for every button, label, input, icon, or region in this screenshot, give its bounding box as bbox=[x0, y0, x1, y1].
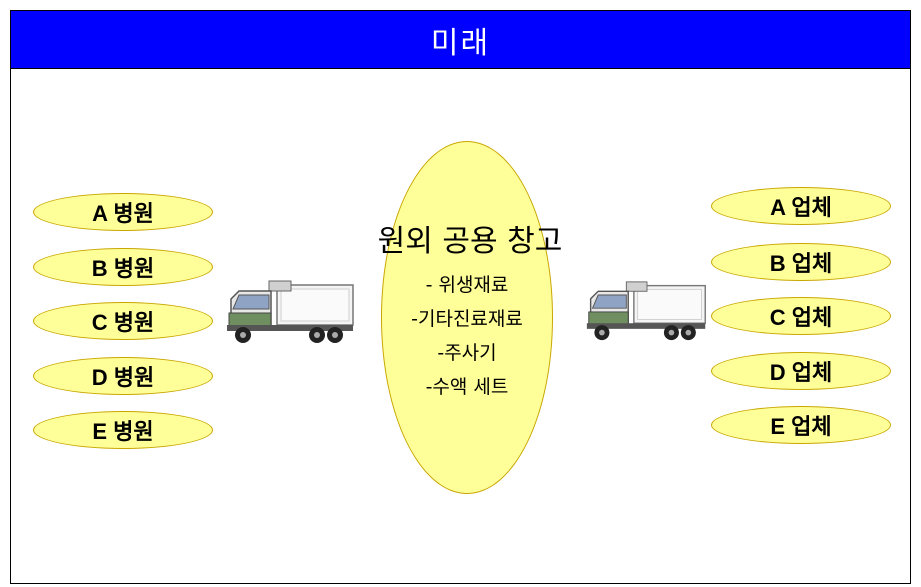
vendor-b: B 업체 bbox=[711, 243, 891, 281]
hospital-label: A 병원 bbox=[92, 201, 154, 226]
warehouse-item: -기타진료재료 bbox=[411, 308, 523, 330]
warehouse-item: - 위생재료 bbox=[425, 274, 509, 296]
vendor-label: B 업체 bbox=[769, 251, 833, 276]
vendor-label: C 업체 bbox=[769, 305, 833, 330]
hospital-e: E 병원 bbox=[33, 411, 213, 449]
hospital-d: D 병원 bbox=[33, 357, 213, 395]
hospital-label: C 병원 bbox=[91, 310, 155, 335]
truck-icon bbox=[586, 281, 706, 341]
warehouse-item: -주사기 bbox=[437, 342, 497, 364]
hospital-b: B 병원 bbox=[33, 248, 213, 286]
vendor-label: E 업체 bbox=[770, 414, 832, 439]
warehouse-item: -수액 세트 bbox=[425, 376, 509, 398]
page-title: 미래 bbox=[430, 25, 491, 61]
warehouse-title: 원외 공용 창고 bbox=[377, 224, 563, 259]
hospital-c: C 병원 bbox=[33, 302, 213, 340]
header-bar: 미래 bbox=[10, 10, 911, 69]
hospital-label: B 병원 bbox=[91, 256, 155, 281]
warehouse-oval bbox=[381, 141, 553, 494]
warehouse-items: - 위생재료 -기타진료재료 -주사기 -수액 세트 bbox=[381, 268, 553, 404]
hospital-a: A 병원 bbox=[33, 193, 213, 231]
vendor-label: A 업체 bbox=[770, 195, 832, 220]
hospital-label: D 병원 bbox=[91, 365, 155, 390]
vendor-d: D 업체 bbox=[711, 352, 891, 390]
vendor-a: A 업체 bbox=[711, 187, 891, 225]
truck-icon bbox=[227, 280, 354, 343]
vendor-label: D 업체 bbox=[769, 360, 833, 385]
hospital-label: E 병원 bbox=[92, 419, 154, 444]
vendor-e: E 업체 bbox=[711, 406, 891, 444]
vendor-c: C 업체 bbox=[711, 297, 891, 335]
